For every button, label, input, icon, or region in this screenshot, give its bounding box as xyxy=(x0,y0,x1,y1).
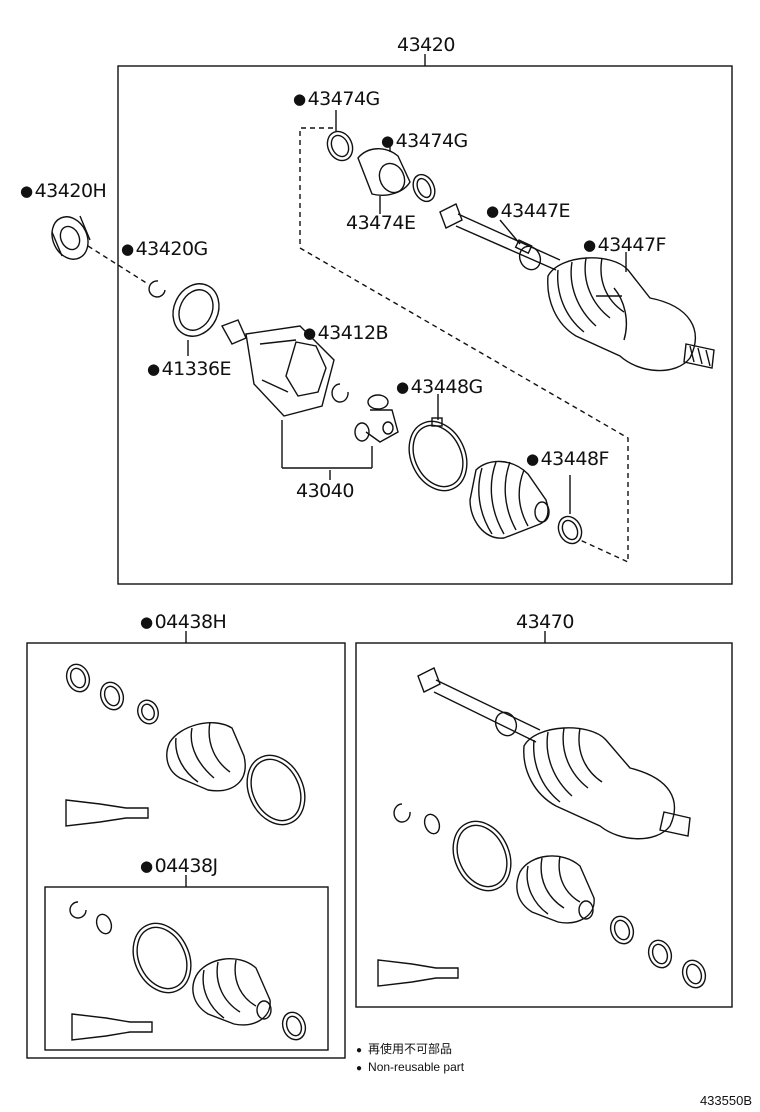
clamp-43448F xyxy=(557,515,583,545)
legend: ● 再使用不可部品 ● Non-reusable part xyxy=(356,1041,464,1077)
legend-text-japanese: 再使用不可部品 xyxy=(368,1042,453,1056)
legend-row-japanese: ● 再使用不可部品 xyxy=(356,1041,464,1059)
kit-43470-frame xyxy=(355,642,733,1008)
sleeve-43474E xyxy=(357,148,411,196)
legend-row-english: ● Non-reusable part xyxy=(356,1059,464,1077)
label-43447E: 43447E xyxy=(486,202,571,221)
snap-ring-43420G xyxy=(148,280,166,298)
ring-41336E xyxy=(172,283,220,337)
label-04438H: 04438H xyxy=(140,613,227,632)
kit-43470-parts xyxy=(377,667,707,989)
legend-text-english: Non-reusable part xyxy=(368,1060,465,1074)
label-43420H: 43420H xyxy=(20,182,107,201)
label-43474E: 43474E xyxy=(346,212,416,234)
label-43474G-mid: 43474G xyxy=(381,132,469,151)
label-43474G-upper: 43474G xyxy=(293,90,381,109)
inner-boot xyxy=(469,460,550,539)
joint-housing xyxy=(220,319,335,417)
filled-circle-icon: ● xyxy=(356,1063,363,1074)
label-43420: 43420 xyxy=(397,34,455,56)
filled-circle-icon: ● xyxy=(356,1045,363,1056)
label-43448G: 43448G xyxy=(396,378,484,397)
kit-04438J-parts xyxy=(69,901,307,1041)
label-04438J: 04438J xyxy=(140,857,219,876)
figure-number: 433550B xyxy=(699,1093,752,1108)
label-43412B: 43412B xyxy=(303,324,389,343)
cv-joint-43447F xyxy=(547,257,715,372)
label-43447F: 43447F xyxy=(583,236,667,255)
kit-04438H-frame xyxy=(26,642,346,1059)
clamp-43474G-mid xyxy=(412,173,436,203)
subgroup-dashed-outline xyxy=(87,127,629,564)
label-41336E: 41336E xyxy=(147,360,232,379)
label-43470: 43470 xyxy=(516,611,574,633)
tripod-joint xyxy=(354,394,399,443)
clamp-43474G-upper xyxy=(326,130,354,162)
kit-04438H-parts xyxy=(65,663,306,827)
drive-shaft-upper xyxy=(439,203,561,271)
label-43448F: 43448F xyxy=(526,450,610,469)
bearing-43420H xyxy=(51,215,91,260)
snap-ring-43412B xyxy=(331,383,349,403)
clamp-43448G xyxy=(408,417,468,492)
label-43040: 43040 xyxy=(296,480,354,502)
label-43420G: 43420G xyxy=(121,240,209,259)
